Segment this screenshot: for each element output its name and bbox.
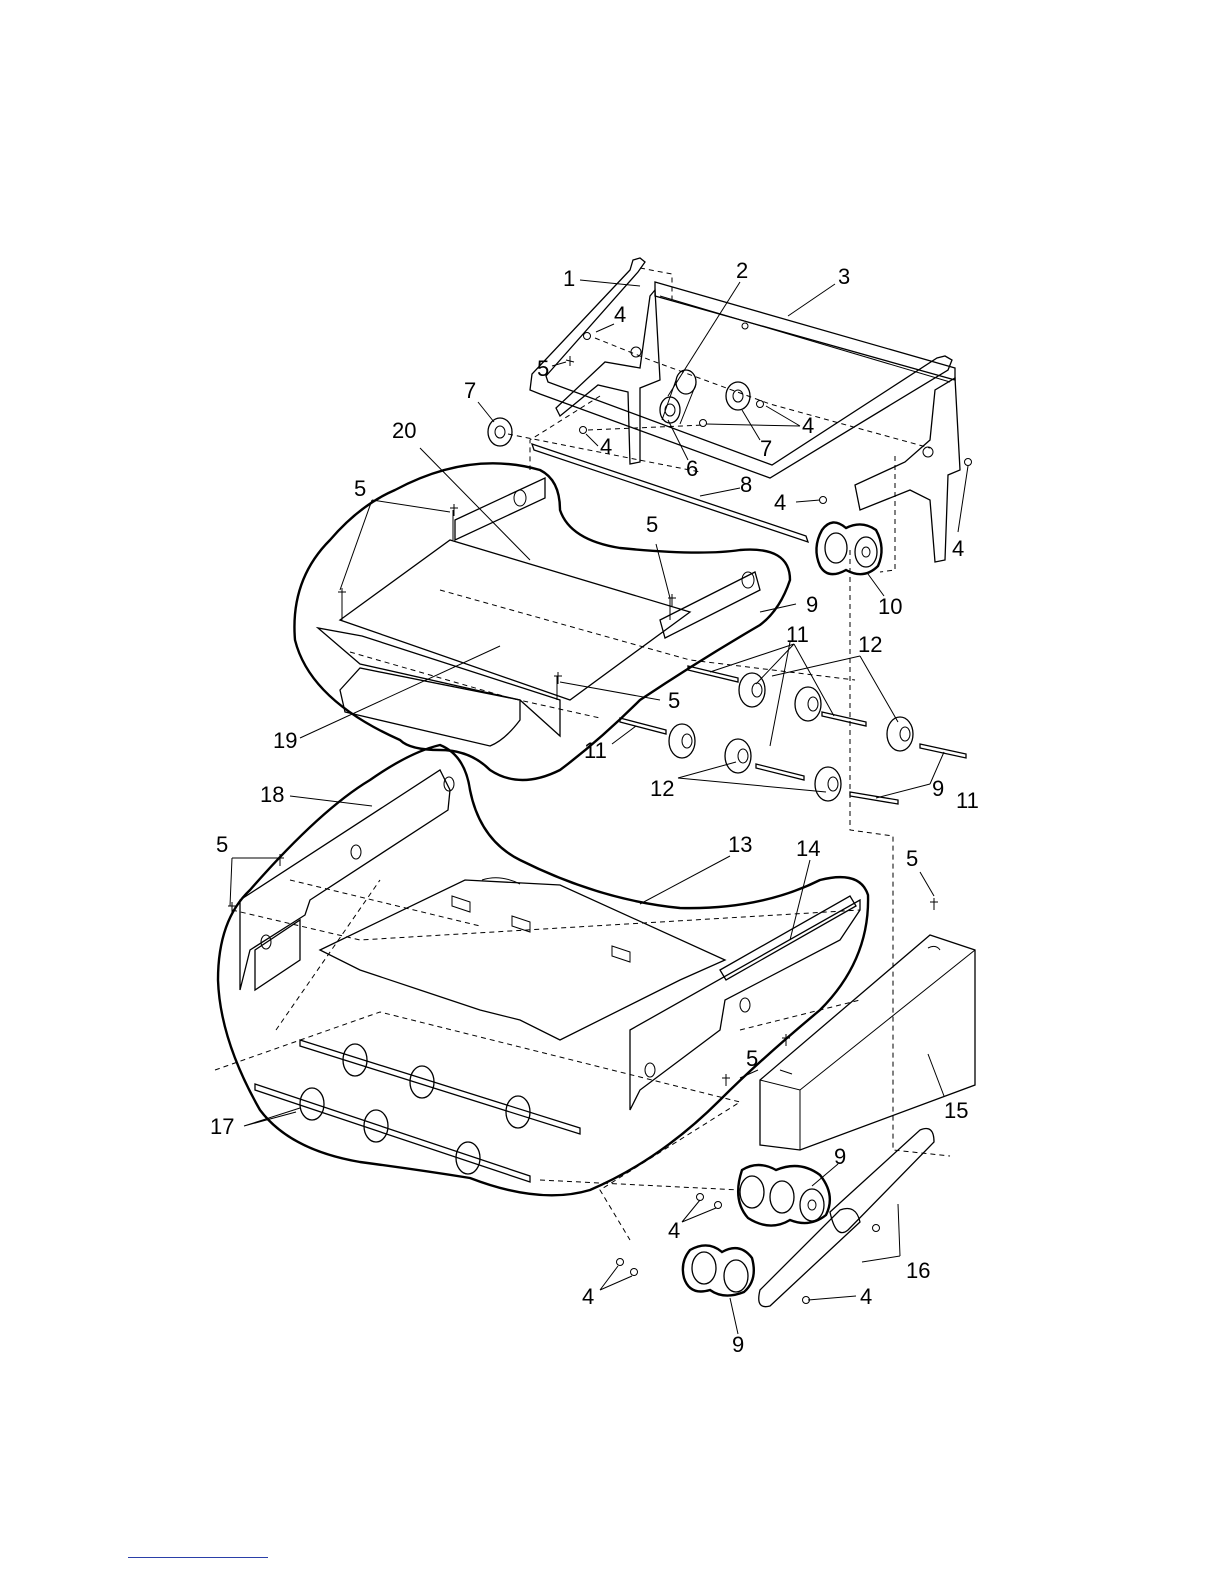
callout-label: 5: [537, 356, 549, 381]
tray-front-lip: [318, 628, 560, 736]
callout-label: 9: [932, 776, 944, 801]
callout-label: 17: [210, 1114, 234, 1139]
callout-label: 9: [834, 1144, 846, 1169]
callout-label: 9: [732, 1332, 744, 1357]
callout-label: 12: [858, 632, 882, 657]
callout-label: 16: [906, 1258, 930, 1283]
callout-label: 20: [392, 418, 416, 443]
callout-label: 11: [956, 788, 979, 813]
callout-label: 8: [740, 472, 752, 497]
callout-label: 11: [786, 622, 809, 647]
side-rail-20: [455, 478, 760, 638]
callout-label: 12: [650, 776, 674, 801]
frame-hole: [742, 323, 748, 329]
frame-top-plate: [655, 282, 955, 380]
tray-plate-13: [320, 880, 725, 1040]
screw: [566, 356, 574, 366]
callout-label: 9: [806, 592, 818, 617]
footer-link-rule: [128, 1557, 268, 1558]
callout-label: 1: [563, 266, 575, 291]
callout-label: 4: [860, 1284, 872, 1309]
callout-label: 15: [944, 1098, 968, 1123]
callout-label: 19: [273, 728, 297, 753]
callout-label: 14: [796, 836, 820, 861]
frame-right-plate: [855, 378, 960, 562]
rollers-12: [669, 673, 913, 801]
callout-label: 13: [728, 832, 752, 857]
callout-label: 5: [646, 512, 658, 537]
lower-tray-assembly: [215, 745, 868, 1240]
frame-hole: [923, 447, 933, 457]
callout-label: 5: [216, 832, 228, 857]
callout-label: 4: [600, 434, 612, 459]
callout-label: 2: [736, 258, 748, 283]
upper-tray-assembly: [294, 463, 855, 780]
callout-label: 11: [584, 738, 607, 763]
callout-label: 5: [668, 688, 680, 713]
callout-label: 5: [746, 1046, 758, 1071]
callout-label: 4: [802, 413, 814, 438]
rollers-17: [255, 1040, 580, 1182]
leader-lines: [230, 280, 968, 1334]
callouts: 1 2 3 4 5 7 4 4 6 7 20 8 4 5 4 5 10 9 11…: [210, 258, 979, 1357]
e-clips-top: [580, 333, 972, 504]
callout-label: 3: [838, 264, 850, 289]
callout-label: 18: [260, 782, 284, 807]
pulley-pair-10: [816, 522, 881, 574]
callout-label: 10: [878, 594, 902, 619]
callout-label: 5: [354, 476, 366, 501]
callout-label: 4: [668, 1218, 680, 1243]
wire-guide: [530, 258, 952, 478]
assembly-outline-13: [218, 745, 868, 1195]
side-cover-15: [760, 935, 975, 1150]
callout-label: 4: [774, 490, 786, 515]
callout-label: 7: [760, 436, 772, 461]
callout-label: 4: [582, 1284, 594, 1309]
callout-label: 4: [614, 302, 626, 327]
callout-label: 5: [906, 846, 918, 871]
callout-label: 7: [464, 378, 476, 403]
callout-label: 4: [952, 536, 964, 561]
pulley-set-9-upper: [738, 1165, 830, 1226]
pulley-set-9-lower: [683, 1245, 754, 1295]
callout-label: 6: [686, 456, 698, 481]
tray-plate-19: [340, 540, 690, 700]
